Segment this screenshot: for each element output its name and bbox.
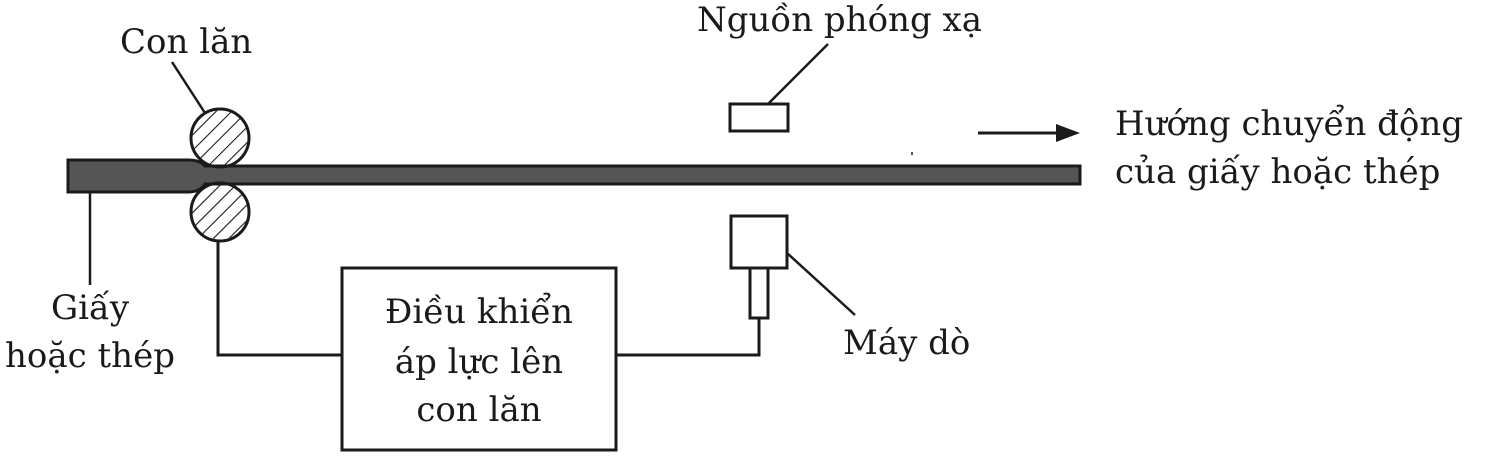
lower-roller xyxy=(189,181,251,243)
sheet-strip xyxy=(66,158,1082,194)
pressure-control-box xyxy=(340,266,618,452)
direction-label-line1: Hướng chuyển động xyxy=(1115,104,1464,144)
sheet-label-line2: hoặc thép xyxy=(5,336,175,376)
source-leader-line xyxy=(767,43,829,105)
direction-label-line2: của giấy hoặc thép xyxy=(1115,152,1441,192)
control-label-line3: con lăn xyxy=(416,390,542,430)
radiation-source-label: Nguồn phóng xạ xyxy=(697,0,982,40)
roller-leader-line xyxy=(170,61,207,114)
direction-arrowhead xyxy=(1056,124,1080,142)
control-to-detector-wire xyxy=(616,318,761,357)
detector-stem xyxy=(748,266,770,320)
radiation-source xyxy=(728,102,790,133)
control-label-line1: Điều khiển xyxy=(384,292,574,332)
upper-roller xyxy=(189,107,251,169)
control-label-line2: áp lực lên xyxy=(394,342,564,382)
sheet-label-line1: Giấy xyxy=(50,288,130,328)
detector-leader-line xyxy=(786,252,856,316)
detector-body xyxy=(729,214,789,270)
roller-label: Con lăn xyxy=(120,22,253,62)
roller-to-control-wire xyxy=(216,241,342,357)
detector-label: Máy dò xyxy=(843,323,971,363)
